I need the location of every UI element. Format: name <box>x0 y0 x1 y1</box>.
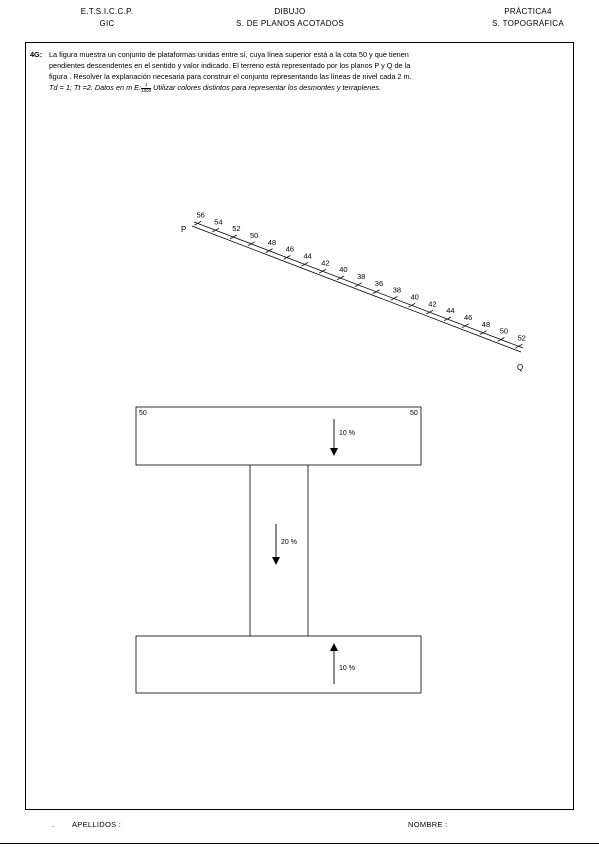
scale-numerator: 1 <box>141 83 152 89</box>
scale-tick <box>354 282 362 288</box>
scale-tick-label: 42 <box>321 258 329 267</box>
practice-number: PRÁCTICA4 <box>504 7 552 16</box>
scale-tick-label: 50 <box>500 327 508 336</box>
scale-tick-label: 44 <box>446 306 454 315</box>
scale-ticks: 56 54 52 50 48 46 44 42 40 38 36 38 40 42 44 46 48 50 52 <box>194 211 526 349</box>
label-p: P <box>181 225 186 234</box>
scale-tick <box>247 241 255 247</box>
scale-tick <box>390 296 398 301</box>
scale-tick-label: 42 <box>428 299 436 308</box>
practice-topic: S. TOPOGRÁFICA <box>492 19 564 28</box>
name-label: NOMBRE : <box>408 820 448 829</box>
scale-denominator: 1000 <box>141 87 152 93</box>
scale-tick-label: 56 <box>197 211 205 220</box>
footer-dot: . <box>52 820 55 829</box>
topic-name: S. DE PLANOS ACOTADOS <box>236 19 344 28</box>
scale-tick <box>229 234 238 240</box>
subject-name: DIBUJO <box>274 7 306 16</box>
label-q: Q <box>517 363 523 372</box>
problem-statement: 4G: La figura muestra un conjunto de pla… <box>30 49 570 93</box>
scale-tick-label: 40 <box>339 265 347 274</box>
top-left-cota: 50 <box>139 410 147 417</box>
scale-tick-label: 38 <box>357 272 365 281</box>
scale-tick-label: 38 <box>393 286 401 295</box>
scale-tick <box>443 316 452 322</box>
scale-tick <box>426 309 434 315</box>
scale-tick <box>212 227 220 233</box>
graduated-line: 56 54 52 50 48 46 44 42 40 38 36 38 40 42 44 46 48 50 52 P… <box>181 211 526 373</box>
scale-tick-label: 46 <box>464 313 472 322</box>
scale-tick <box>265 248 273 253</box>
header-left: E.T.S.I.C.C.P. GIC <box>62 6 152 30</box>
drawing-frame <box>25 42 574 810</box>
bottom-slope-value: 10 % <box>339 665 355 672</box>
scale-tick <box>283 255 291 260</box>
scale-tick-label: 44 <box>304 252 312 261</box>
top-right-cota: 50 <box>410 410 418 417</box>
scale-tick <box>319 268 327 274</box>
scale-tick-label: 54 <box>214 217 222 226</box>
scale-tick <box>479 330 487 335</box>
statement-line-2: pendientes descendentes en el sentido y … <box>49 61 411 70</box>
scale-tick <box>497 337 505 342</box>
middle-ramp: 20 % <box>249 465 309 636</box>
scale-tick-label: 36 <box>375 279 383 288</box>
problem-number: 4G: <box>30 50 43 59</box>
scale-tick <box>301 261 309 267</box>
statement-line-1: La figura muestra un conjunto de platafo… <box>49 50 409 59</box>
top-platform: 50 50 10 % <box>135 406 422 466</box>
scale-tick-label: 50 <box>250 231 258 240</box>
school-name: E.T.S.I.C.C.P. <box>80 7 134 16</box>
scale-tick <box>408 302 416 308</box>
scale-tick <box>372 289 380 294</box>
scale-tick-label: 52 <box>232 224 240 233</box>
scale-tick-label: 46 <box>286 245 294 254</box>
statement-instructions: Utilizar colores distintos para represen… <box>151 83 382 92</box>
statement-data: Td = 1; Tt =2. Datos en m E: <box>49 83 142 92</box>
surname-label: APELLIDOS : <box>72 820 122 829</box>
header-right: PRÁCTICA4 S. TOPOGRÁFICA <box>468 6 588 30</box>
top-platform-outline <box>135 406 422 466</box>
bottom-platform: 10 % <box>135 635 422 694</box>
top-slope-value: 10 % <box>339 430 355 437</box>
scale-tick <box>461 323 469 329</box>
scale-tick-label: 52 <box>518 334 526 343</box>
degree-name: GIC <box>99 19 115 28</box>
bottom-platform-outline <box>135 635 422 694</box>
scale-tick-label: 40 <box>411 293 419 302</box>
scale-tick-label: 48 <box>268 238 276 247</box>
scale-tick-label: 48 <box>482 320 490 329</box>
scale-line-edge <box>191 225 522 353</box>
bottom-rule <box>0 843 599 844</box>
middle-slope-value: 20 % <box>281 539 297 546</box>
statement-line-3: figura . Resolver la explanación necesar… <box>49 72 412 81</box>
scale-tick <box>194 220 202 226</box>
scale-tick <box>515 343 523 349</box>
header-center: DIBUJO S. DE PLANOS ACOTADOS <box>215 6 365 30</box>
scale-tick <box>336 275 345 281</box>
